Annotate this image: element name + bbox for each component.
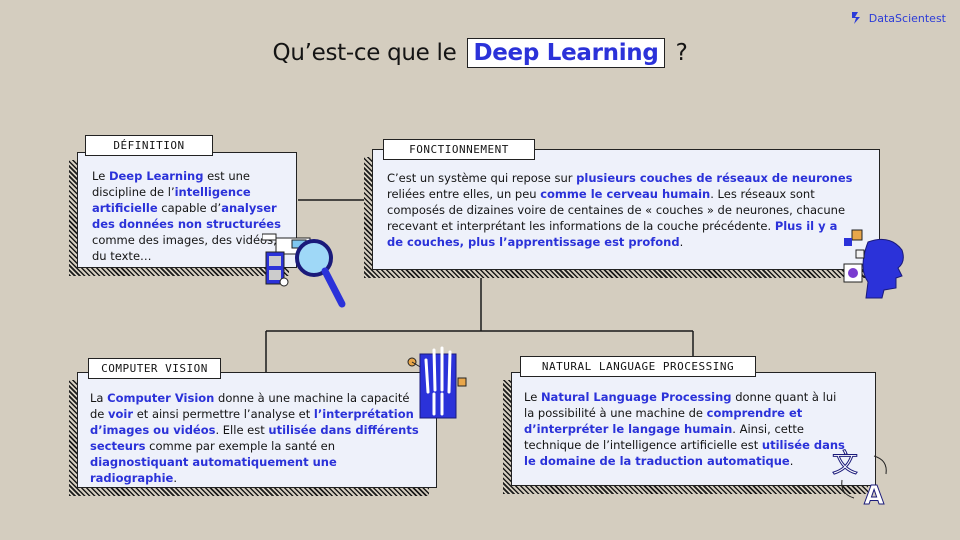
page-title: Qu’est-ce que le Deep Learning ? [0,38,960,68]
highlight-text: Plus il y a de couches, plus l’apprentis… [387,219,838,249]
magnifier-media-icon [262,233,346,308]
brand: DataScientest [849,10,946,26]
title-prefix: Qu’est-ce que le [272,40,457,66]
highlight-text: analyser des données non structurées [92,201,281,231]
body-text: donne quant à lui la possibilité à une m… [524,390,837,420]
body-text: . [789,454,794,468]
body-text: . Ainsi, cette technique de l’intelligen… [524,422,804,452]
highlight-text: utilisée dans le domaine de la traductio… [524,438,845,468]
brand-name: DataScientest [868,11,946,25]
nlp-label: NATURAL LANGUAGE PROCESSING [520,356,756,377]
highlight-text: intelligence artificielle [92,185,251,215]
definition-text: Le Deep Learning est une discipline de l… [77,152,297,268]
body-text: Le [524,390,541,404]
body-text: . Elle est [215,423,269,437]
svg-text:A: A [864,481,884,510]
highlight-text: voir [108,407,134,421]
body-text: est une discipline de l’ [92,169,250,199]
highlight-text: plusieurs couches de réseaux de neurones [576,171,853,185]
svg-text:文: 文 [832,449,858,479]
ai-head-icon [843,229,904,299]
body-text: C’est un système qui repose sur [387,171,577,185]
xray-hand-icon [407,346,467,419]
highlight-text: Deep Learning [108,169,204,183]
body-text: comme des images, des vidéos, du texte… [92,233,277,263]
body-text: et ainsi permettre l’analyse et [133,407,314,421]
fonctionnement-text: C’est un système qui repose sur plusieur… [372,149,880,270]
definition-label: DÉFINITION [85,135,213,156]
computer-vision-text: La Computer Vision donne à une machine l… [77,372,437,488]
body-text: donne à une machine la capacité de [90,391,410,421]
highlight-text: utilisée dans différents secteurs [90,423,419,453]
nlp-card: Le Natural Language Processing donne qua… [503,372,876,494]
highlight-text: l’interprétation d’images ou vidéos [90,407,414,437]
body-text: La [90,391,108,405]
nlp-text: Le Natural Language Processing donne qua… [511,372,876,486]
fonctionnement-label: FONCTIONNEMENT [383,139,535,160]
title-suffix: ? [675,40,688,66]
computer-vision-card: La Computer Vision donne à une machine l… [69,372,437,496]
body-text: . Les réseaux sont composés de dizaines … [387,187,846,233]
highlight-text: comme le cerveau humain [540,187,711,201]
highlight-text: comprendre et d’interpréter le langage h… [524,406,803,436]
body-text: . [173,471,177,485]
datascientest-logo-icon [851,12,860,24]
title-highlight: Deep Learning [467,38,665,68]
body-text: capable d’ [157,201,222,215]
body-text: . [679,235,684,249]
highlight-text: Natural Language Processing [540,390,732,404]
fonctionnement-card: C’est un système qui repose sur plusieur… [364,149,880,278]
body-text: reliées entre elles, un peu [387,187,541,201]
highlight-text: diagnostiquant automatiquement une radio… [90,455,337,485]
body-text: Le [92,169,109,183]
body-text: comme par exemple la santé en [145,439,336,453]
highlight-text: Computer Vision [107,391,215,405]
translate-icon: 文 A [832,449,887,510]
definition-card: Le Deep Learning est une discipline de l… [69,152,297,276]
computer-vision-label: COMPUTER VISION [88,358,221,379]
